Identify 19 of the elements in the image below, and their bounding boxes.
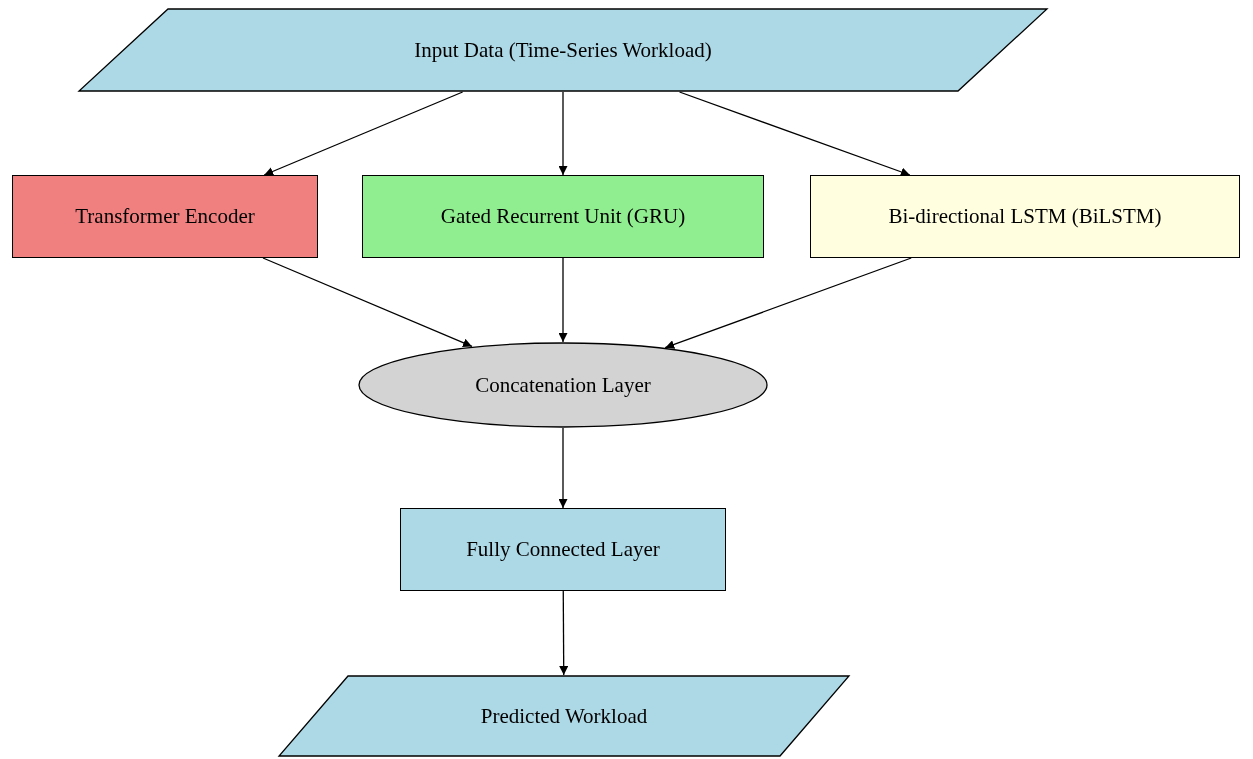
node-label: Input Data (Time-Series Workload) [414,37,712,63]
arrow [263,91,464,176]
arrow [558,91,568,176]
process-box [810,175,1240,258]
arrow [558,427,568,509]
process-box [400,508,726,591]
arrow [559,590,569,676]
node-label: Gated Recurrent Unit (GRU) [440,204,686,229]
node-label: Transformer Encoder [75,204,255,229]
node-label: Predicted Workload [480,703,648,729]
arrow [558,257,568,343]
node-label: Fully Connected Layer [466,537,660,562]
arrow [262,257,473,348]
node-label: Bi-directional LSTM (BiLSTM) [888,204,1162,229]
arrow [678,91,911,177]
process-box [362,175,764,258]
arrow [664,257,912,349]
process-box [12,175,318,258]
node-label: Concatenation Layer [475,372,651,398]
